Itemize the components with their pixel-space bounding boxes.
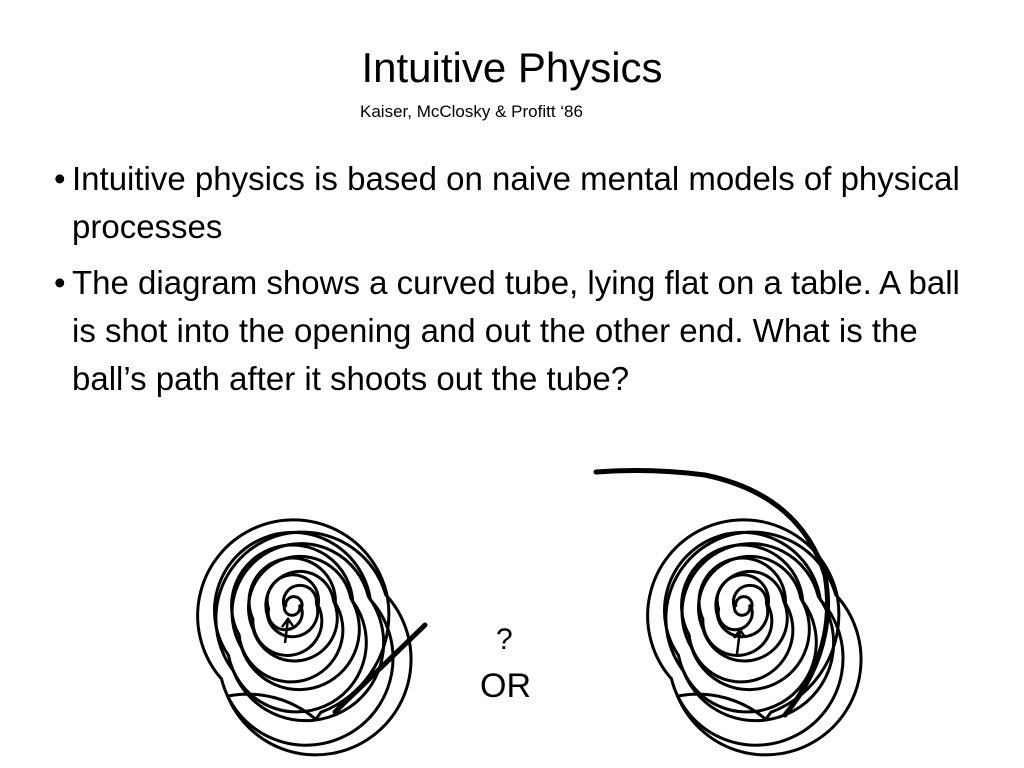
question-mark: ? <box>496 623 513 656</box>
bullet-item: • Intuitive physics is based on naive me… <box>54 155 974 251</box>
spiral-tube-right <box>646 518 863 757</box>
spiral-tube-diagram <box>196 468 863 757</box>
arrow-right <box>733 627 747 655</box>
spiral-tube-right-exit-rim <box>764 710 773 721</box>
spiral-tube-left-inner-wall <box>196 518 395 747</box>
straight-path-line <box>332 622 428 715</box>
bullet-item: • The diagram shows a curved tube, lying… <box>54 259 974 403</box>
citation: Kaiser, McClosky & Profitt ‘86 <box>360 102 583 121</box>
bullet-text: The diagram shows a curved tube, lying f… <box>72 264 960 397</box>
spiral-tube-left-exit-rim <box>314 710 323 721</box>
curved-path-line <box>593 468 830 718</box>
spiral-tube-right-inner-wall <box>646 518 845 747</box>
bullet-dot-icon: • <box>54 264 66 301</box>
arrow-left <box>281 616 295 644</box>
spiral-tube-left <box>196 518 413 757</box>
or-label: OR <box>480 667 531 705</box>
bullet-list: • Intuitive physics is based on naive me… <box>54 155 974 411</box>
bullet-dot-icon: • <box>54 160 66 197</box>
bullet-text: Intuitive physics is based on naive ment… <box>72 160 960 245</box>
page-title: Intuitive Physics <box>361 44 663 91</box>
